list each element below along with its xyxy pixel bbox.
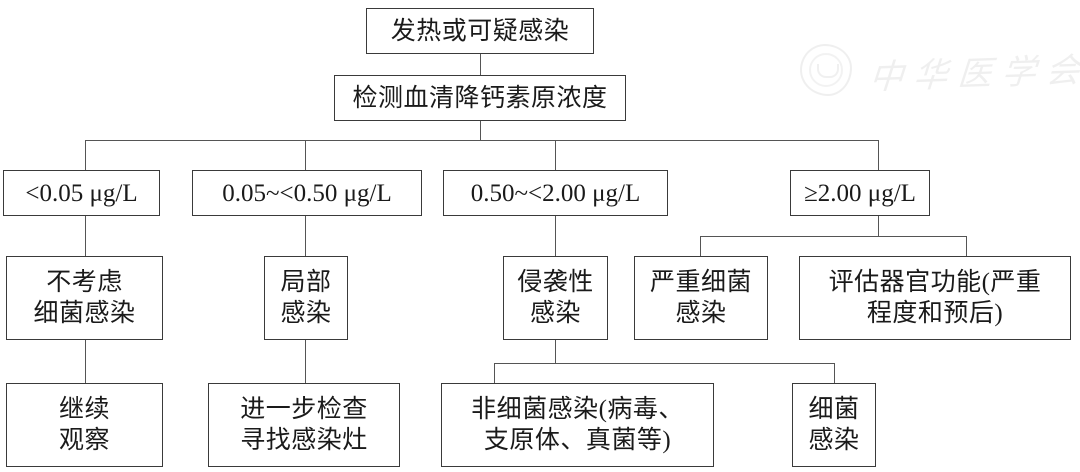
connector-level2-to-local [305,216,306,256]
connector-test-down [480,121,481,140]
connector-level4-fork-bus [700,236,967,237]
node-assess-organ-function[interactable]: 评估器官功能(严重 程度和预后) [799,256,1071,340]
connector-fork-to-bacterial [834,363,835,383]
node-local-infection[interactable]: 局部 感染 [264,256,348,340]
connector-invasive-fork-bus [494,363,835,364]
connector-level4-down [878,216,879,236]
connector-local-to-further-exam [305,340,306,383]
node-further-exam-find-focus[interactable]: 进一步检查 寻找感染灶 [208,383,400,467]
node-level-0-50-to-2-00[interactable]: 0.50~<2.00 μg/L [443,170,668,216]
connector-bus-to-level4 [878,140,879,170]
node-level-lt-0-05[interactable]: <0.05 μg/L [3,170,160,216]
node-severe-bacterial-infection[interactable]: 严重细菌 感染 [634,256,768,340]
connector-root-to-test [480,54,481,82]
connector-bus-to-level3 [555,140,556,170]
connector-bus-to-level2 [305,140,306,170]
connector-fork-to-severe-bacterial [700,236,701,256]
node-continue-observation[interactable]: 继续 观察 [6,383,163,467]
connector-fork-to-organ-assess [966,236,967,256]
connector-fork-to-non-bacterial [494,363,495,383]
node-bacterial-infection[interactable]: 细菌 感染 [792,383,876,467]
watermark: 中华医学会 [800,44,1080,98]
connector-level-bus [85,140,879,141]
node-root-fever-or-suspected-infection[interactable]: 发热或可疑感染 [366,8,594,54]
watermark-text: 中华医学会 [868,49,1080,98]
node-invasive-infection[interactable]: 侵袭性 感染 [503,256,608,340]
connector-level1-to-no-bacterial [85,216,86,256]
node-no-bacterial-infection[interactable]: 不考虑 细菌感染 [6,256,163,340]
connector-no-bacterial-to-observe [85,340,86,383]
node-measure-procalcitonin[interactable]: 检测血清降钙素原浓度 [334,75,626,121]
connector-level3-to-invasive [555,216,556,256]
connector-bus-to-level1 [85,140,86,170]
seal-logo-icon [800,44,852,96]
connector-invasive-down [555,340,556,363]
node-level-gte-2-00[interactable]: ≥2.00 μg/L [790,170,930,216]
node-non-bacterial-infection[interactable]: 非细菌感染(病毒、 支原体、真菌等) [441,383,714,467]
node-level-0-05-to-0-50[interactable]: 0.05~<0.50 μg/L [192,170,422,216]
